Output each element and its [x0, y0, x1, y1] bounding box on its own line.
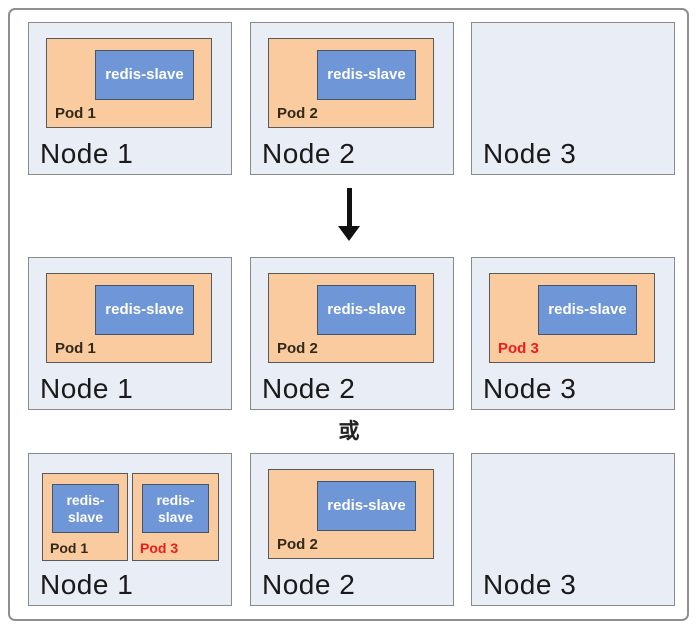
redis-slave-container: redis-slave	[52, 484, 119, 533]
row3-node2-pod2: redis-slave Pod 2	[268, 469, 434, 559]
row2-node1-pod1: redis-slave Pod 1	[46, 273, 212, 363]
container-label: redis-slave	[105, 301, 184, 319]
row2-node3-pod3: redis-slave Pod 3	[489, 273, 655, 363]
node-label: Node 2	[262, 373, 356, 404]
row3-node1: redis-slave Pod 1 redis-slave Pod 3 Node…	[28, 453, 232, 606]
row1-node2: redis-slave Pod 2 Node 2	[250, 22, 454, 175]
redis-slave-container: redis-slave	[317, 285, 416, 335]
redis-slave-container: redis-slave	[95, 285, 194, 335]
redis-slave-container: redis-slave	[142, 484, 209, 533]
node-label: Node 3	[483, 138, 577, 169]
pod-label: Pod 2	[277, 340, 318, 357]
container-label: redis-slave	[327, 301, 406, 319]
pod-label: Pod 1	[55, 105, 96, 122]
row3-node2: redis-slave Pod 2 Node 2	[250, 453, 454, 606]
row2-node2: redis-slave Pod 2 Node 2	[250, 257, 454, 410]
row2-node3: redis-slave Pod 3 Node 3	[471, 257, 675, 410]
container-label: redis-slave	[66, 491, 105, 525]
row1-node1-pod1: redis-slave Pod 1	[46, 38, 212, 128]
pod-label-highlighted: Pod 3	[498, 340, 539, 357]
pod-label: Pod 2	[277, 105, 318, 122]
node-label: Node 3	[483, 569, 577, 600]
container-label: redis-slave	[327, 497, 406, 515]
row1-node3: Node 3	[471, 22, 675, 175]
container-label: redis-slave	[548, 301, 627, 319]
node-label: Node 1	[40, 373, 134, 404]
node-label: Node 1	[40, 569, 134, 600]
container-label: redis-slave	[105, 66, 184, 84]
node-label: Node 3	[483, 373, 577, 404]
pod-label: Pod 1	[50, 540, 89, 556]
redis-slave-container: redis-slave	[95, 50, 194, 100]
row2-node2-pod2: redis-slave Pod 2	[268, 273, 434, 363]
node-label: Node 2	[262, 569, 356, 600]
down-arrow-icon	[336, 188, 362, 241]
row3-node3: Node 3	[471, 453, 675, 606]
container-label: redis-slave	[156, 491, 195, 525]
redis-slave-container: redis-slave	[317, 50, 416, 100]
or-separator-label: 或	[338, 420, 360, 443]
pod-label: Pod 1	[55, 340, 96, 357]
node-label: Node 2	[262, 138, 356, 169]
row3-node1-pod1: redis-slave Pod 1	[42, 473, 128, 561]
redis-slave-container: redis-slave	[317, 481, 416, 531]
container-label: redis-slave	[327, 66, 406, 84]
row3-node1-pod3: redis-slave Pod 3	[132, 473, 219, 561]
row2-node1: redis-slave Pod 1 Node 1	[28, 257, 232, 410]
row1-node1: redis-slave Pod 1 Node 1	[28, 22, 232, 175]
node-label: Node 1	[40, 138, 134, 169]
row1-node2-pod2: redis-slave Pod 2	[268, 38, 434, 128]
pod-label-highlighted: Pod 3	[140, 540, 179, 556]
redis-slave-container: redis-slave	[538, 285, 637, 335]
pod-label: Pod 2	[277, 536, 318, 553]
